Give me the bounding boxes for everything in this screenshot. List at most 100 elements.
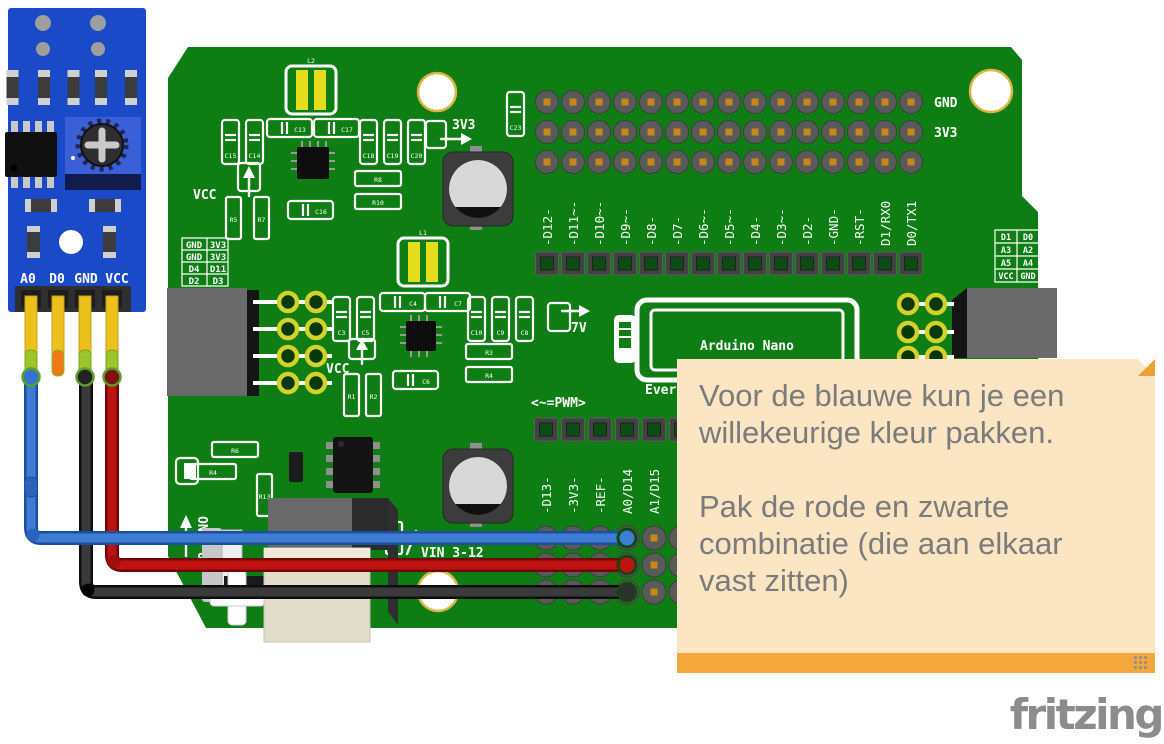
svg-text:-D12-: -D12- [540, 208, 555, 246]
pin-hole [751, 98, 759, 106]
svg-text:C9: C9 [497, 329, 505, 337]
pin-hole [647, 128, 655, 136]
svg-text:R3: R3 [485, 349, 493, 357]
pin-tip-d0[interactable] [51, 349, 65, 377]
socket-hole [620, 422, 634, 437]
wire-end-black[interactable] [616, 581, 638, 603]
resistor: R8 [353, 169, 403, 188]
wire-start-blue[interactable] [21, 367, 41, 387]
pin-hole [907, 158, 915, 166]
7v-marker: 7V [546, 301, 590, 336]
pin-hole [777, 98, 785, 106]
wire-start-red[interactable] [102, 367, 122, 387]
capacitor: C16 [286, 199, 335, 221]
resistor: R10 [353, 192, 403, 211]
svg-text:C10: C10 [471, 329, 483, 337]
pin-hole [673, 128, 681, 136]
svg-text:C19: C19 [387, 152, 399, 160]
capacitor: C19 [382, 118, 403, 166]
arduino-nano-board[interactable]: L2 L1 C15 C14 C18 C19 C20 C23 C3 C5 C10 … [167, 47, 1057, 643]
wire-end-red[interactable] [616, 554, 638, 576]
pin-hole [621, 128, 629, 136]
pin-hole [829, 98, 837, 106]
pin-hole [829, 158, 837, 166]
note-title-bar[interactable] [677, 653, 1155, 673]
mounting-hole [968, 68, 1014, 114]
module-hole [59, 230, 83, 254]
capacitor: C17 [312, 117, 361, 139]
svg-text:3V3: 3V3 [452, 118, 475, 133]
pin-hole [673, 158, 681, 166]
svg-text:A0/D14: A0/D14 [620, 469, 635, 514]
svg-text:C4: C4 [409, 300, 417, 308]
svg-text:-3V3-: -3V3- [566, 476, 581, 514]
3v3-marker: 3V3 [424, 118, 475, 150]
through-hole-ring[interactable] [896, 292, 920, 316]
svg-text:C3: C3 [338, 329, 346, 337]
svg-text:R2: R2 [370, 393, 378, 401]
through-hole-ring[interactable] [276, 317, 300, 341]
wire-end-blue[interactable] [616, 527, 638, 549]
svg-text:-RST-: -RST- [852, 208, 867, 246]
svg-text:A1/D15: A1/D15 [647, 469, 662, 514]
resistor: R1 [342, 372, 361, 418]
capacitor: C18 [358, 118, 379, 166]
svg-text:R4: R4 [209, 469, 217, 477]
pin-hole [829, 128, 837, 136]
potentiometer[interactable] [65, 117, 141, 190]
pin-hole [647, 158, 655, 166]
svg-text:R5: R5 [230, 216, 238, 224]
sensor-pin-labels: A0 D0 GND VCC [20, 272, 129, 287]
pwm-label: <~=PWM> [531, 396, 586, 411]
svg-text:GND: GND [186, 241, 203, 251]
svg-text:VCC: VCC [193, 188, 216, 203]
socket-hole [539, 422, 553, 437]
sticky-note[interactable]: Voor de blauwe kun je een willekeurige k… [677, 359, 1155, 673]
resistor: R3 [464, 342, 514, 361]
vcc-marker: VCC [326, 337, 377, 377]
through-hole-ring[interactable] [304, 317, 328, 341]
capacitor: C15 [220, 118, 241, 166]
through-hole-ring[interactable] [304, 371, 328, 395]
through-hole-ring[interactable] [276, 371, 300, 395]
svg-text:VCC: VCC [105, 272, 128, 287]
icsp-connector-left[interactable] [167, 288, 332, 396]
pin-hole [725, 98, 733, 106]
svg-text:GND: GND [186, 253, 203, 263]
svg-text:A2: A2 [1023, 246, 1033, 256]
vcc-marker: VCC [193, 161, 262, 203]
svg-text:GND: GND [74, 272, 98, 287]
svg-text:-D6~-: -D6~- [696, 208, 711, 246]
svg-text:A3: A3 [1001, 246, 1011, 256]
capacitor: C3 [331, 295, 352, 343]
note-resize-grip[interactable] [1133, 655, 1149, 669]
through-hole-ring[interactable] [304, 290, 328, 314]
socket-hole [618, 256, 632, 271]
sensor-module[interactable]: A0 D0 GND VCC [5, 8, 146, 377]
svg-text:D2: D2 [189, 277, 200, 287]
svg-text:-D7-: -D7- [670, 216, 685, 246]
pin-hole [751, 128, 759, 136]
through-hole-ring[interactable] [924, 292, 948, 316]
top-pin-labels: -D12- -D11~- -D10~- -D9~- -D8- -D7- -D6~… [540, 201, 919, 246]
pin-hole [647, 98, 655, 106]
through-hole-ring[interactable] [924, 320, 948, 344]
sticky-note-text[interactable]: Voor de blauwe kun je een willekeurige k… [699, 377, 1141, 599]
through-hole-ring[interactable] [304, 344, 328, 368]
through-hole-ring[interactable] [276, 290, 300, 314]
inductor-l1: L1 [396, 229, 450, 288]
wire-start-black[interactable] [75, 367, 95, 387]
svg-text:-D5~-: -D5~- [722, 208, 737, 246]
socket-hole [696, 256, 710, 271]
through-hole-ring[interactable] [896, 320, 920, 344]
pin-hole [881, 128, 889, 136]
resistor: R2 [364, 372, 383, 418]
svg-text:R6: R6 [231, 447, 239, 455]
pin-hole [673, 98, 681, 106]
resistor: R13 [255, 472, 274, 518]
through-hole-ring[interactable] [276, 344, 300, 368]
svg-text:D0: D0 [1023, 233, 1033, 243]
pin-hole [907, 98, 915, 106]
wire-bendpoint[interactable] [24, 476, 38, 498]
